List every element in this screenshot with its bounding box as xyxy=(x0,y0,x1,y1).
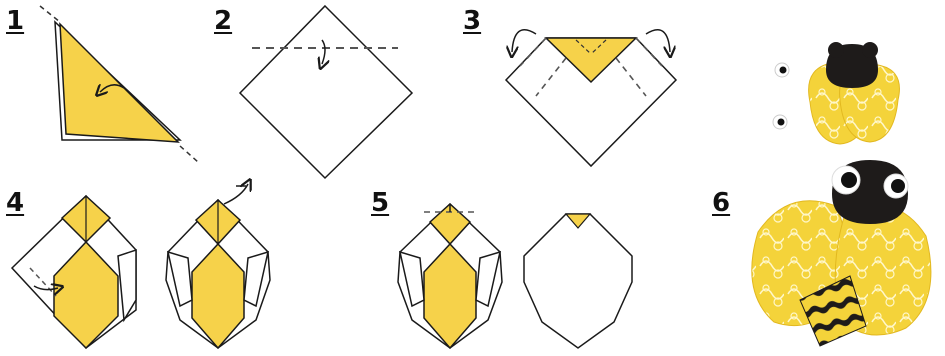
step-5-diagram-a xyxy=(398,204,502,348)
step-5-diagram-b xyxy=(524,214,632,348)
step-4-diagram-a xyxy=(12,196,136,348)
finished-bee xyxy=(752,160,931,346)
step-1-diagram xyxy=(40,6,198,162)
step-3-diagram xyxy=(506,30,676,166)
bee-pieces xyxy=(773,42,899,144)
step-2-diagram xyxy=(240,6,412,178)
step-4-diagram-b xyxy=(166,184,270,348)
